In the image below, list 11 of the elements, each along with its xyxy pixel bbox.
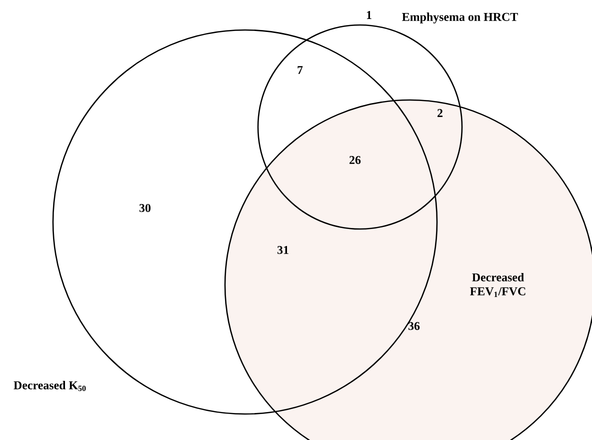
count-label: 26 — [350, 156, 361, 164]
count-label: 30 — [139, 204, 151, 212]
count-label: 31 — [277, 246, 288, 254]
set-label: Decreased FEV$_{1}$/FVC — [470, 272, 526, 298]
count-label: 1 — [366, 11, 372, 19]
set-circle — [257, 24, 463, 230]
count-label: 36 — [408, 322, 420, 330]
set-label: Emphysema on HRCT — [402, 12, 518, 24]
count-label: 7 — [298, 66, 303, 74]
set-label: Decreased K$_{50}$ — [14, 380, 86, 392]
count-label: 2 — [438, 109, 442, 117]
